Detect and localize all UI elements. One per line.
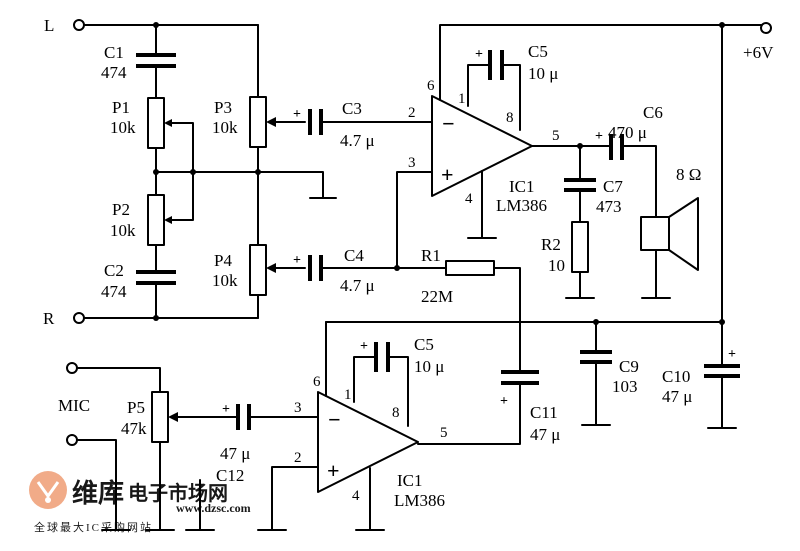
label-r1-val: 22M xyxy=(421,287,453,306)
label-supply: +6V xyxy=(743,43,774,62)
pin-bottom-3: 3 xyxy=(294,400,302,416)
label-ic-top-ref: IC1 xyxy=(509,177,535,196)
pin-top-4: 4 xyxy=(465,191,473,207)
label-c5-top-val: 10 μ xyxy=(528,64,558,83)
label-p4-ref: P4 xyxy=(214,251,232,270)
svg-text:+: + xyxy=(595,129,603,144)
label-c5-bottom-ref: C5 xyxy=(414,335,434,354)
label-c4-val: 4.7 μ xyxy=(340,276,375,295)
label-speaker: 8 Ω xyxy=(676,165,701,184)
sign-minus-top: − xyxy=(442,111,455,136)
pin-bottom-6: 6 xyxy=(313,374,321,390)
sign-plus-top: + xyxy=(441,162,454,187)
top-amplifier: + + + xyxy=(266,22,762,373)
pin-bottom-5: 5 xyxy=(440,425,448,441)
label-c4-ref: C4 xyxy=(344,246,364,265)
label-p3-ref: P3 xyxy=(214,98,232,117)
label-c11-ref: C11 xyxy=(530,403,558,422)
terminal-mic-2 xyxy=(66,434,78,446)
pin-top-8: 8 xyxy=(506,110,514,126)
label-c11-val: 47 μ xyxy=(530,425,560,444)
pin-top-1: 1 xyxy=(458,91,466,107)
label-c3-ref: C3 xyxy=(342,99,362,118)
label-c10-ref: C10 xyxy=(662,367,690,386)
label-c12-ref: C12 xyxy=(216,466,244,485)
terminal-r xyxy=(73,312,85,324)
svg-text:+: + xyxy=(500,394,508,409)
terminal-l xyxy=(73,19,85,31)
label-ic-top-part: LM386 xyxy=(496,196,547,215)
label-c1-ref: C1 xyxy=(104,43,124,62)
label-r2-ref: R2 xyxy=(541,235,561,254)
sign-plus-bottom: + xyxy=(327,458,340,483)
pin-top-6: 6 xyxy=(427,78,435,94)
label-c1-val: 474 xyxy=(101,63,127,82)
watermark: 维库 电子市场网 www.dzsc.com 全球最大IC采购网站 xyxy=(29,471,251,534)
sign-minus-bottom: − xyxy=(328,407,341,432)
label-r2-val: 10 xyxy=(548,256,565,275)
svg-text:+: + xyxy=(293,107,301,122)
label-c7-ref: C7 xyxy=(603,177,623,196)
terminal-supply xyxy=(760,22,772,34)
watermark-tagline: 电子市场网 xyxy=(128,481,228,505)
label-c10-val: 47 μ xyxy=(662,387,692,406)
label-p4-val: 10k xyxy=(212,271,238,290)
input-network xyxy=(82,22,337,321)
pin-top-2: 2 xyxy=(408,105,416,121)
svg-text:+: + xyxy=(360,339,368,354)
svg-text:+: + xyxy=(475,47,483,62)
terminal-mic-1 xyxy=(66,362,78,374)
svg-text:+: + xyxy=(293,253,301,268)
label-p2-ref: P2 xyxy=(112,200,130,219)
label-l: L xyxy=(44,16,54,35)
pin-bottom-1: 1 xyxy=(344,387,352,403)
label-r: R xyxy=(43,309,55,328)
pin-bottom-2: 2 xyxy=(294,450,302,466)
pin-top-3: 3 xyxy=(408,155,416,171)
watermark-url: www.dzsc.com xyxy=(176,501,251,515)
label-ic-bottom-ref: IC1 xyxy=(397,471,423,490)
svg-text:+: + xyxy=(222,402,230,417)
watermark-logo-icon xyxy=(29,471,67,509)
watermark-brand: 维库 xyxy=(72,478,124,508)
label-c9-ref: C9 xyxy=(619,357,639,376)
label-c6-val: 470 μ xyxy=(608,123,647,142)
label-c3-val: 4.7 μ xyxy=(340,131,375,150)
label-c5-top-ref: C5 xyxy=(528,42,548,61)
pin-bottom-4: 4 xyxy=(352,488,360,504)
label-c12-val: 47 μ xyxy=(220,444,250,463)
label-p5-ref: P5 xyxy=(127,398,145,417)
label-p2-val: 10k xyxy=(110,221,136,240)
pin-bottom-8: 8 xyxy=(392,405,400,421)
label-c2-ref: C2 xyxy=(104,261,124,280)
pin-top-5: 5 xyxy=(552,128,560,144)
label-r1-ref: R1 xyxy=(421,246,441,265)
label-mic: MIC xyxy=(58,396,90,415)
label-c5-bottom-val: 10 μ xyxy=(414,357,444,376)
label-p1-val: 10k xyxy=(110,118,136,137)
label-p5-val: 47k xyxy=(121,419,147,438)
label-p3-val: 10k xyxy=(212,118,238,137)
label-c7-val: 473 xyxy=(596,197,622,216)
label-c9-val: 103 xyxy=(612,377,638,396)
label-c6-ref: C6 xyxy=(643,103,663,122)
bottom-amplifier: + + + + xyxy=(76,319,740,531)
watermark-sub: 全球最大IC采购网站 xyxy=(34,520,153,534)
label-ic-bottom-part: LM386 xyxy=(394,491,445,510)
label-p1-ref: P1 xyxy=(112,98,130,117)
label-c2-val: 474 xyxy=(101,282,127,301)
svg-text:+: + xyxy=(728,347,736,362)
